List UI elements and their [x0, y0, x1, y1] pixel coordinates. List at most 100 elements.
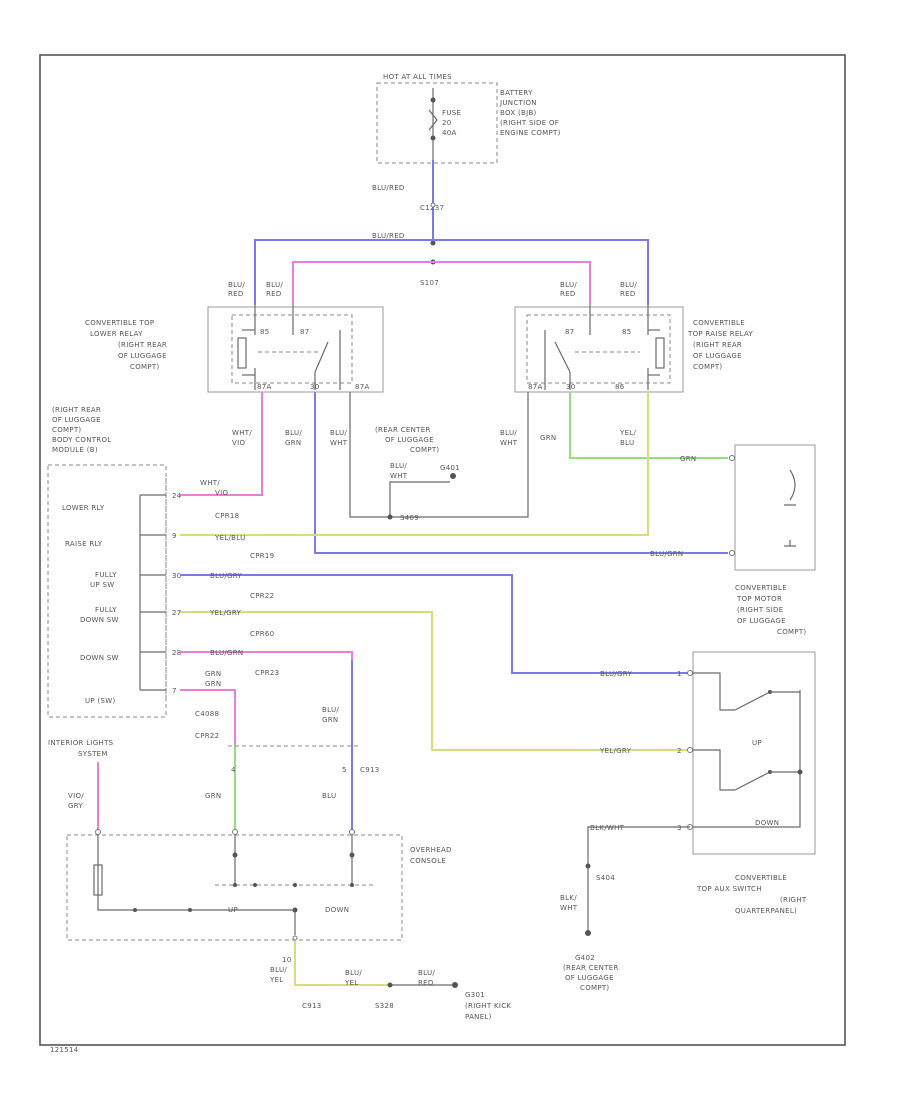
raise-relay-pin-87a: 87A	[528, 383, 543, 391]
ground-connector-c913: C913	[302, 1002, 321, 1010]
connector-c913: C913	[360, 766, 379, 774]
connector-pin-4: 4	[231, 766, 236, 774]
ground-splice-s328: S328	[375, 1002, 394, 1010]
aux-label-3: (RIGHT	[780, 896, 807, 904]
splice-s107-label: S107	[420, 279, 439, 287]
wire-label-blu-wht-r2: WHT	[500, 439, 518, 447]
bcm-wire-grn-2: GRN	[205, 680, 221, 688]
lower-relay-switch	[314, 341, 329, 373]
bcm-connector-cpr18: CPR18	[215, 512, 239, 520]
aux-pin-3: 3	[677, 824, 682, 832]
raise-relay-label-5: COMPT)	[693, 363, 722, 371]
lower-relay-label-2: LOWER RELAY	[90, 330, 143, 338]
lower-relay-pin-85: 85	[260, 328, 270, 336]
console-wire-grn: GRN	[205, 792, 221, 800]
lower-relay-wire-label-2a: BLU/	[266, 281, 283, 289]
ground-wire-blu-yel-1: BLU/	[270, 966, 287, 974]
wire-label-blu-wht-2: WHT	[330, 439, 348, 447]
bcm-fully-down-1: FULLY	[95, 606, 117, 614]
bcm-down-sw: DOWN SW	[80, 654, 119, 662]
wire-label-blu-wht-1: BLU/	[330, 429, 347, 437]
bjb-label-3: BOX (BJB)	[500, 109, 537, 117]
wire-yel-gry-fully-down	[180, 611, 690, 751]
wire-label-blu-red-1: BLU/RED	[372, 184, 405, 192]
wire-blu-grn-motor-lower	[314, 392, 728, 554]
footer-code: 121514	[50, 1046, 79, 1054]
fuse-element	[428, 109, 438, 131]
bcm-up-sw: UP (SW)	[85, 697, 116, 705]
raise-relay-inner	[526, 314, 671, 384]
ground-g402-label-3: COMPT)	[580, 984, 609, 992]
bcm-connector-cpr22-b: CPR22	[195, 732, 219, 740]
aux-wire-blk-wht: BLK/WHT	[590, 824, 625, 832]
wire-label-wht-vio-2: VIO	[232, 439, 245, 447]
motor-label-4: OF LUGGAGE	[737, 617, 786, 625]
bcm-pin-27: 27	[172, 609, 182, 617]
bcm-pin-7: 7	[172, 687, 177, 695]
bcm-connector-cpr19: CPR19	[250, 552, 274, 560]
bjb-label-4: (RIGHT SIDE OF	[500, 119, 559, 127]
splice-s404-label: S404	[596, 874, 615, 882]
bcm-fully-up-1: FULLY	[95, 571, 117, 579]
lower-relay-wire-label-1a: BLU/	[228, 281, 245, 289]
ground-g402	[585, 930, 591, 936]
lower-relay-pin-87a: 87A	[355, 383, 370, 391]
aux-switch-up: UP	[752, 739, 762, 747]
bcm-wire-wht-vio-1: WHT/	[200, 479, 220, 487]
overhead-console-label-2: CONSOLE	[410, 857, 446, 865]
ground-rear-label-1: (REAR CENTER	[375, 426, 431, 434]
raise-relay-wire-label-1b: RED	[560, 290, 576, 298]
wire-grn-up-sw	[180, 689, 236, 745]
raise-relay-label-1: CONVERTIBLE	[693, 319, 745, 327]
fuse-terminal-bottom	[430, 135, 436, 141]
wire-label-blu-grn-1: BLU/	[285, 429, 302, 437]
interior-lights-label-2: SYSTEM	[78, 750, 108, 758]
overhead-up: UP	[228, 906, 238, 914]
hot-at-all-times-label: HOT AT ALL TIMES	[383, 73, 452, 81]
bcm-pin-28: 28	[172, 649, 182, 657]
wire-blu-grn-down-sw	[180, 651, 353, 660]
motor-label-3: (RIGHT SIDE	[737, 606, 783, 614]
ground-g402-label-2: OF LUGGAGE	[565, 974, 614, 982]
bjb-label-2: JUNCTION	[499, 99, 537, 107]
bcm-lower-rly: LOWER RLY	[62, 504, 105, 512]
bcm-wire-blu-pnk: BLU/GRN	[210, 649, 243, 657]
fuse-number: 20	[442, 119, 452, 127]
lower-relay-label-1: CONVERTIBLE TOP	[85, 319, 154, 327]
bcm-fully-down-2: DOWN SW	[80, 616, 119, 624]
bcm-pin-9: 9	[172, 532, 177, 540]
raise-relay-switch	[554, 341, 571, 373]
raise-relay-coil	[655, 337, 665, 369]
fuse-amperage: 40A	[442, 129, 457, 137]
wire-grn-motor-raise	[569, 392, 728, 459]
ground-wire-blu-red-1: BLU/	[418, 969, 435, 977]
console-wire-blu-1: BLU/	[322, 706, 339, 714]
lower-relay-pin-87: 87	[300, 328, 310, 336]
overhead-down: DOWN	[325, 906, 349, 914]
ground-g301-label-2: PANEL)	[465, 1013, 492, 1021]
raise-relay-pin-30: 30	[566, 383, 576, 391]
interior-wire-vio-1: VIO/	[68, 792, 84, 800]
raise-relay-pin-87: 87	[565, 328, 575, 336]
motor-label-2: TOP MOTOR	[736, 595, 782, 603]
ground-g301	[452, 982, 458, 988]
aux-wire-yel-gry: YEL/GRY	[599, 747, 632, 755]
bcm-connector-cpr22: CPR22	[250, 592, 274, 600]
raise-relay-wire-label-2b: RED	[620, 290, 636, 298]
wire-label-grn-r: GRN	[680, 455, 696, 463]
lower-relay-label-4: OF LUGGAGE	[118, 352, 167, 360]
console-wire-blu-2: GRN	[322, 716, 338, 724]
battery-junction-box	[376, 82, 498, 164]
ground-wire-blu-red-2: RED	[418, 979, 434, 987]
lower-relay-wire-label-1b: RED	[228, 290, 244, 298]
console-wire-blu: BLU	[322, 792, 336, 800]
motor-wire-label: BLU/GRN	[650, 550, 683, 558]
aux-pin-1: 1	[677, 670, 682, 678]
ground-rear-label-3: COMPT)	[410, 446, 439, 454]
aux-label-2: TOP AUX SWITCH	[696, 885, 762, 893]
raise-relay-wire-label-1a: BLU/	[560, 281, 577, 289]
interior-wire-vio-2: GRY	[68, 802, 83, 810]
connector-c1237: C1237	[420, 204, 444, 212]
bus-blu-red-top	[254, 239, 649, 305]
